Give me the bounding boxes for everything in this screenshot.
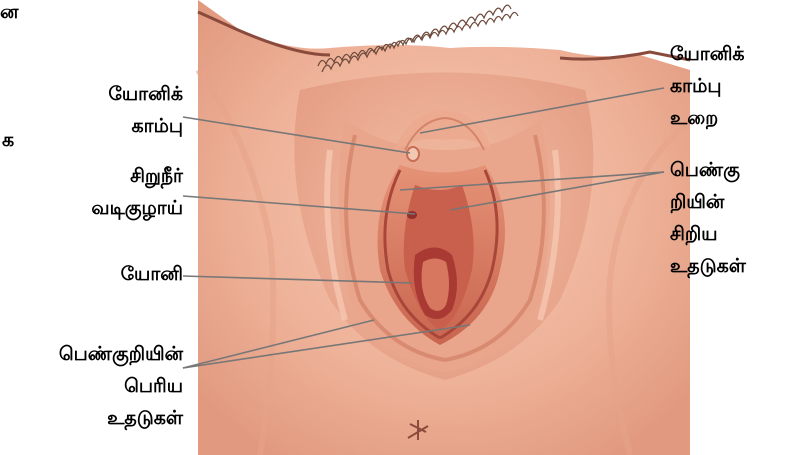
cutoff-label-mid: க — [2, 124, 14, 156]
label-labia-majora-line2: பெரிய — [10, 370, 183, 402]
label-minora-line2: றியின் — [670, 186, 746, 218]
label-clitoris: யோனிக் காம்பு — [70, 78, 183, 142]
label-minora-line4: உதடுகள் — [670, 250, 746, 282]
label-vagina-line1: யோனி — [90, 258, 183, 290]
label-clitoris-line2: காம்பு — [70, 110, 183, 142]
label-urethra-line2: வடிகுழாய் — [46, 192, 183, 224]
cutoff-label-top: ன — [0, 0, 18, 28]
label-vagina: யோனி — [90, 258, 183, 290]
label-labia-majora-line3: உதடுகள் — [10, 402, 183, 434]
label-minora-line1: பெண்கு — [670, 154, 746, 186]
label-clitoral-hood: யோனிக் காம்பு உறை — [670, 38, 745, 134]
label-urethra-line1: சிறுநீர் — [46, 160, 183, 192]
label-labia-minora: பெண்கு றியின் சிறிய உதடுகள் — [670, 154, 746, 282]
label-labia-majora: பெண்குறியின் பெரிய உதடுகள் — [10, 338, 183, 434]
label-labia-majora-line1: பெண்குறியின் — [10, 338, 183, 370]
clitoris-shape — [407, 147, 419, 161]
label-minora-line3: சிறிய — [670, 218, 746, 250]
label-hood-line3: உறை — [670, 102, 745, 134]
label-clitoris-line1: யோனிக் — [70, 78, 183, 110]
label-urethra: சிறுநீர் வடிகுழாய் — [46, 160, 183, 224]
label-hood-line2: காம்பு — [670, 70, 745, 102]
label-hood-line1: யோனிக் — [670, 38, 745, 70]
